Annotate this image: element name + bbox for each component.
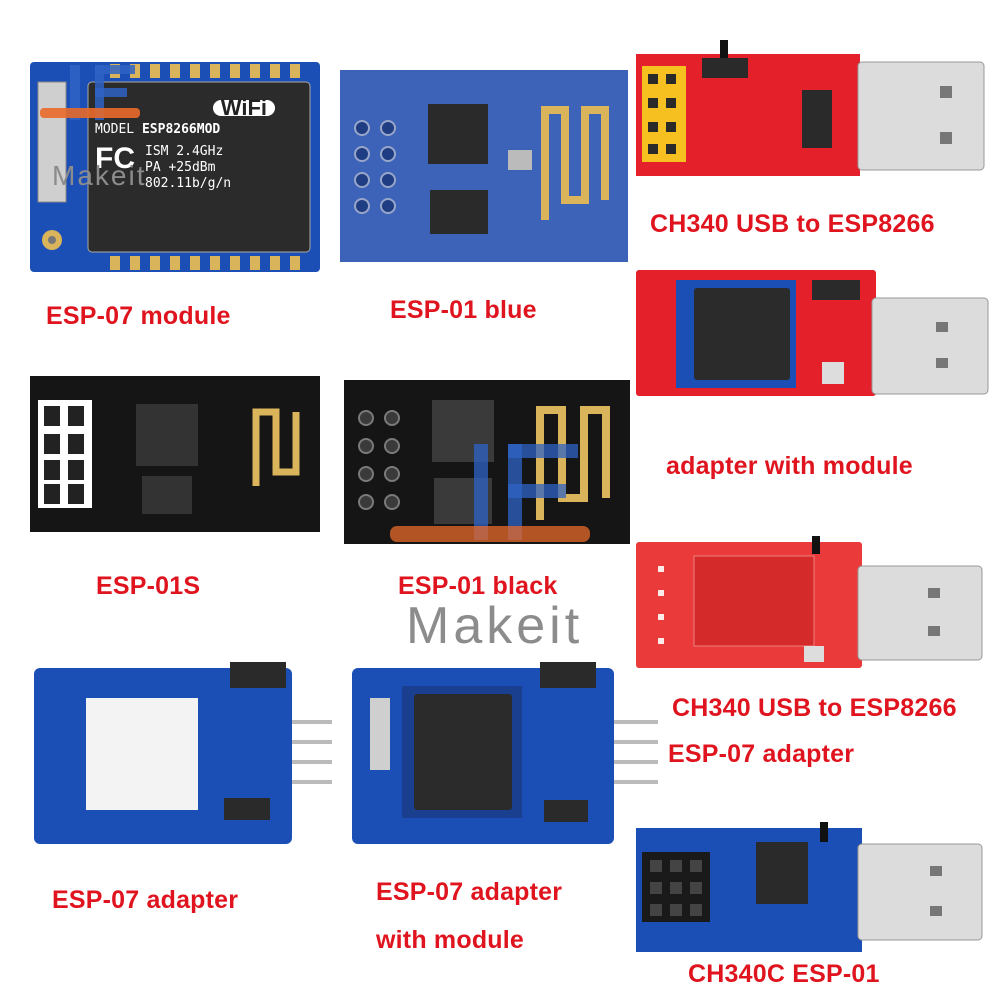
esp07-adapter-with-module-photo [352,658,662,854]
makeit-logo-small [40,60,150,140]
label-ch340-usb-1: CH340 USB to ESP8266 [650,210,935,238]
label-esp01s: ESP-01S [96,572,201,600]
ism-text: ISM 2.4GHz [145,144,224,159]
makeit-watermark-large-text: Makeit [406,597,584,655]
makeit-watermark-small-text: Makeit [52,160,147,191]
label-esp07-adapter-with-module-line1: ESP-07 adapter [376,878,563,906]
label-esp07-adapter: ESP-07 adapter [52,886,239,914]
label-esp07-module: ESP-07 module [46,302,231,330]
label-esp01-blue: ESP-01 blue [390,296,537,324]
fc-logo: FC [95,142,135,175]
esp01-blue-photo [340,70,628,262]
label-esp07-adapter-with-module-line2: with module [376,926,525,954]
label-esp07-adapter-right: ESP-07 adapter [668,740,855,768]
ch340c-esp01-adapter-photo [636,822,990,954]
ch340-adapter-with-module-photo [636,270,990,400]
esp01s-photo [30,376,320,532]
esp07-adapter-photo [34,658,334,854]
ch340-usb-red-adapter-photo [636,40,990,180]
esp8266mod-text: ESP8266MOD [141,122,221,137]
esp07-module-shield-text: WiFi MODEL ESP8266MOD FC ISM 2.4GHz PA +… [95,97,275,192]
label-esp01-black: ESP-01 black [398,572,558,600]
pa-text: PA +25dBm [145,160,216,175]
label-adapter-with-module: adapter with module [666,452,913,480]
label-ch340-usb-2: CH340 USB to ESP8266 [672,694,957,722]
model-text: MODEL [95,122,135,137]
ch340-usb-esp07-red-adapter-photo [636,536,990,672]
wifi-logo: WiFi [212,97,275,119]
label-ch340c-esp01: CH340C ESP-01 [688,960,880,988]
std-text: 802.11b/g/n [145,176,232,191]
makeit-logo-large [380,436,600,586]
